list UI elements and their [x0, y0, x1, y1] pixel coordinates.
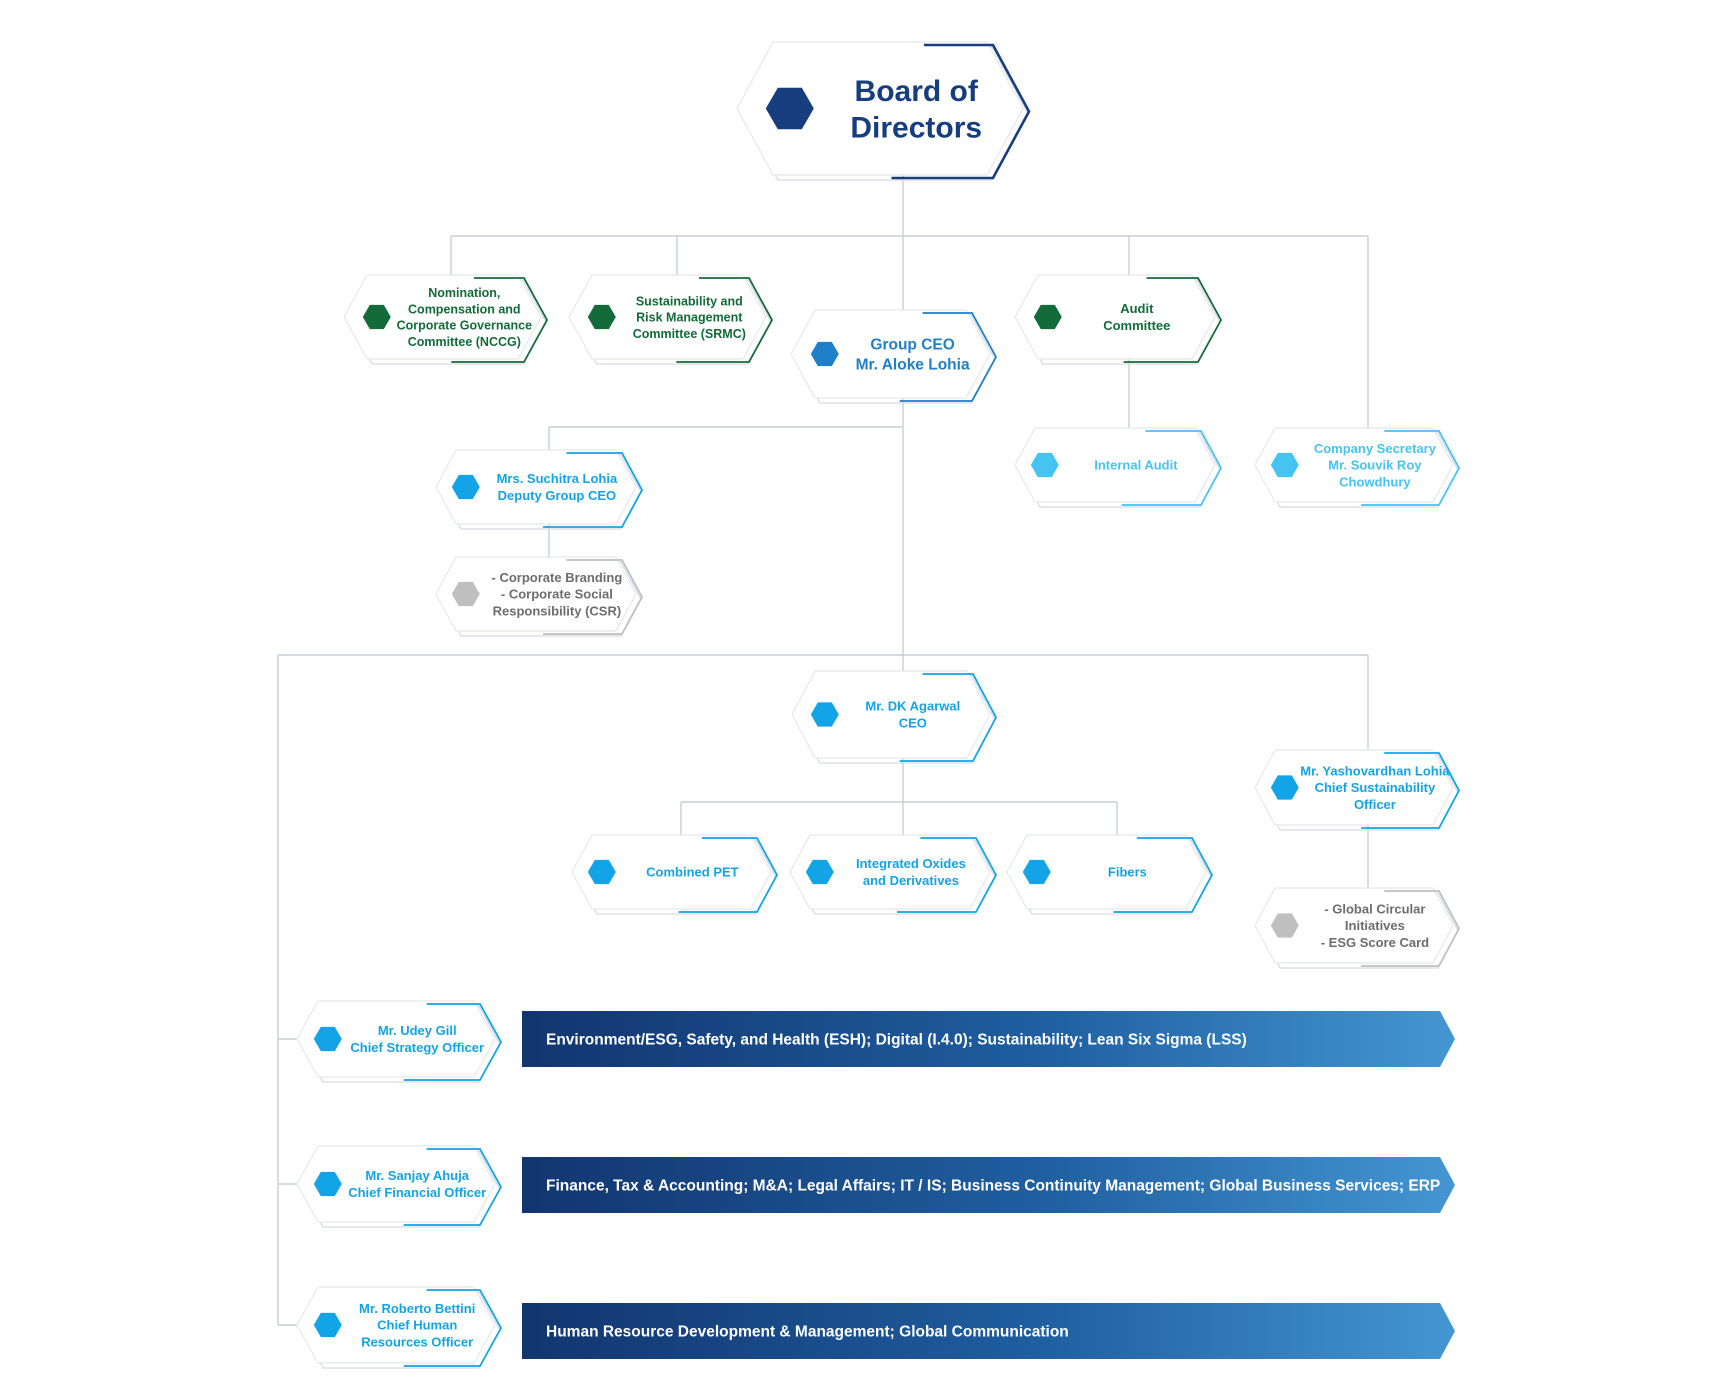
chief-hr-officer-text-line: Mr. Roberto Bettini [359, 1301, 475, 1316]
hexagon-green-icon [587, 304, 616, 330]
cso-functions-text-line: - Global Circular [1324, 901, 1425, 916]
deputy-functions-text-line: - Corporate Branding [492, 570, 623, 585]
hexagon-blue-icon [313, 1171, 342, 1197]
hexagon-light-blue-icon [1030, 452, 1059, 478]
business-unit-oxides: Integrated Oxides and Derivatives [789, 834, 998, 915]
nccg-committee-text-line: Compensation and [408, 302, 521, 316]
chief-financial-officer-text-line: Chief Financial Officer [348, 1185, 486, 1200]
business-unit-fibers-text-line: Fibers [1108, 865, 1147, 880]
deputy-group-ceo-text-line: Mrs. Suchitra Lohia [497, 471, 618, 486]
cso-functions-text-line: - ESG Score Card [1321, 935, 1429, 950]
hexagon-blue-icon [805, 859, 834, 885]
business-unit-combined-pet: Combined PET [571, 834, 779, 915]
ceo-text-line: Mr. DK Agarwal [865, 699, 960, 714]
hexagon-gray-icon [1270, 913, 1299, 938]
hexagon-green-icon [1033, 304, 1062, 330]
internal-audit-text-line: Internal Audit [1094, 458, 1178, 473]
cso-functions-text-line: Initiatives [1345, 918, 1405, 933]
chief-strategy-officer-text-line: Chief Strategy Officer [350, 1040, 484, 1055]
deputy-functions-text-line: - Corporate Social [501, 587, 613, 602]
audit-committee-text-line: Committee [1103, 318, 1170, 333]
hexagon-blue-icon [313, 1026, 342, 1052]
company-secretary-text-line: Mr. Souvik Roy [1328, 458, 1422, 473]
hexagon-gray-icon [451, 581, 480, 607]
hexagon-blue-icon [1022, 859, 1051, 885]
function-band: Human Resource Development & Management;… [522, 1303, 1455, 1359]
chief-financial-officer-text-line: Mr. Sanjay Ahuja [365, 1168, 469, 1183]
hexagon-navy-icon [765, 87, 814, 130]
chief-sustainability-officer-text-line: Mr. Yashovardhan Lohia [1300, 763, 1450, 778]
hexagon-blue-icon [587, 859, 616, 885]
hexagon-blue-icon [1270, 775, 1299, 800]
nccg-committee-text-line: Corporate Governance [397, 319, 533, 333]
company-secretary-text-line: Chowdhury [1339, 475, 1411, 490]
audit-committee-text-line: Audit [1120, 301, 1154, 316]
ceo-text-line: CEO [899, 716, 927, 731]
function-band-bar [522, 1011, 1455, 1067]
nccg-committee-text-line: Nomination, [428, 286, 500, 300]
hexagon-blue-icon [810, 702, 839, 727]
srmc-committee-text-line: Sustainability and [636, 294, 743, 308]
deputy-functions: - Corporate Branding - Corporate SocialRe… [435, 556, 644, 637]
function-band: Finance, Tax & Accounting; M&A; Legal Af… [522, 1157, 1455, 1213]
chief-hr-officer-text-line: Chief Human [377, 1318, 457, 1333]
company-secretary-text-line: Company Secretary [1314, 441, 1437, 456]
hexagon-blue-icon [313, 1312, 342, 1338]
chief-sustainability-officer-text-line: Chief Sustainability [1315, 780, 1436, 795]
deputy-group-ceo-text-line: Deputy Group CEO [498, 488, 616, 503]
internal-audit: Internal Audit [1014, 427, 1223, 508]
hexagon-green-icon [362, 304, 391, 330]
board-of-directors-text-line: Board of [855, 75, 979, 108]
function-band-text: Finance, Tax & Accounting; M&A; Legal Af… [546, 1178, 1440, 1195]
hexagon-blue-icon [451, 474, 480, 500]
business-unit-oxides-text-line: and Derivatives [863, 873, 959, 888]
group-ceo: Group CEO Mr. Aloke Lohia [790, 309, 998, 404]
chief-strategy-officer-text-line: Mr. Udey Gill [378, 1023, 457, 1038]
srmc-committee-text-line: Committee (SRMC) [633, 327, 746, 341]
business-unit-oxides-text-line: Integrated Oxides [856, 856, 966, 871]
deputy-functions-text-line: Responsibility (CSR) [493, 604, 622, 619]
board-of-directors: Board of Directors [736, 41, 1031, 181]
nccg-committee-text-line: Committee (NCCG) [408, 335, 521, 349]
hexagon-light-blue-icon [1270, 452, 1299, 478]
business-unit-combined-pet-text-line: Combined PET [646, 865, 739, 880]
function-band-text: Environment/ESG, Safety, and Health (ESH… [546, 1032, 1247, 1049]
connector-lines [277, 175, 1369, 1326]
chief-sustainability-officer-text-line: Officer [1354, 797, 1396, 812]
hexagon-blue-icon [810, 341, 839, 367]
function-band-bar [522, 1303, 1455, 1359]
function-band-text: Human Resource Development & Management;… [546, 1324, 1069, 1341]
board-of-directors-text-line: Directors [850, 112, 982, 145]
function-band: Environment/ESG, Safety, and Health (ESH… [522, 1011, 1455, 1067]
chief-hr-officer-text-line: Resources Officer [361, 1335, 473, 1350]
business-unit-fibers: Fibers [1006, 834, 1214, 915]
group-ceo-text-line: Group CEO [870, 337, 954, 354]
function-band-bar [522, 1157, 1455, 1213]
group-ceo-text-line: Mr. Aloke Lohia [856, 357, 970, 374]
srmc-committee-text-line: Risk Management [636, 311, 743, 325]
